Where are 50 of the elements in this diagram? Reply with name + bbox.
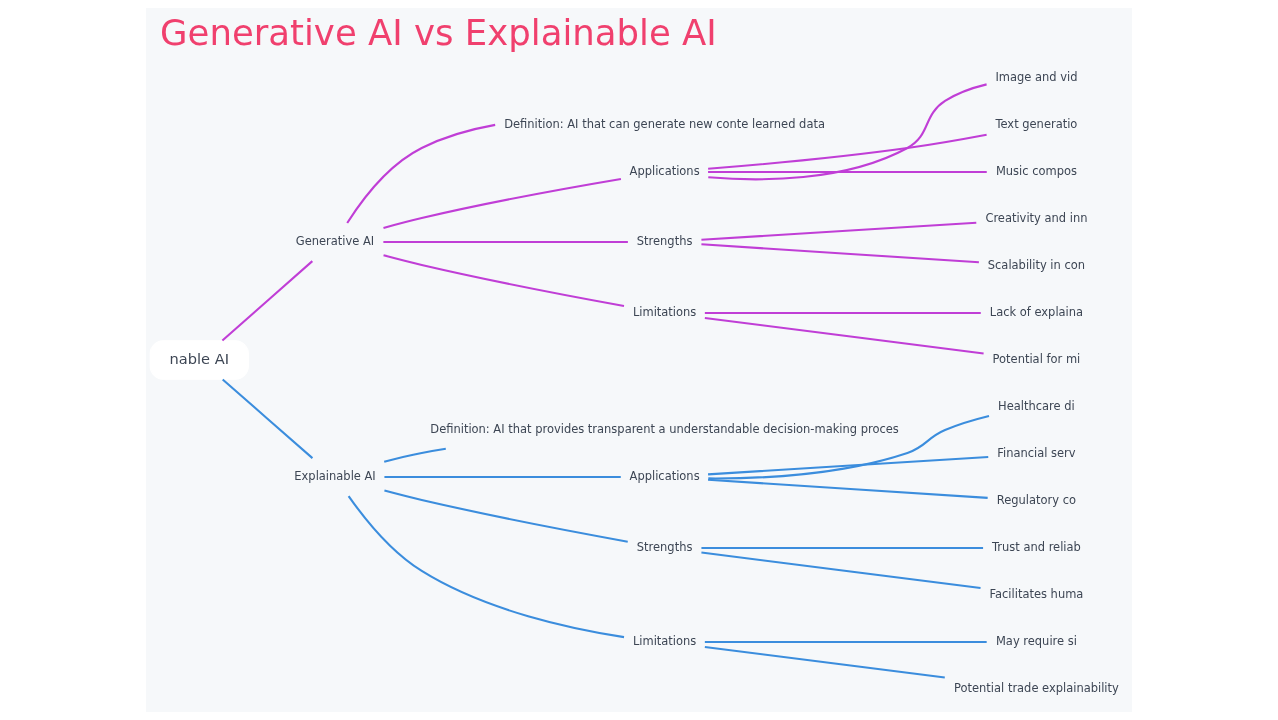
- node-text: Facilitates huma: [989, 586, 1084, 601]
- node-text: Financial serv: [997, 445, 1076, 460]
- connector: [708, 414, 990, 480]
- connector: [708, 455, 989, 476]
- connector: [704, 311, 981, 315]
- node-text: May require si: [995, 633, 1077, 648]
- connector: [701, 221, 977, 241]
- connector: [383, 447, 446, 463]
- connector: [383, 177, 622, 229]
- node-text: Trust and reliab: [992, 539, 1081, 554]
- node-text: Applications: [629, 163, 700, 178]
- connector: [704, 645, 945, 679]
- node-text: Applications: [629, 468, 700, 483]
- connector: [708, 83, 987, 181]
- node-text: Explainable AI: [294, 468, 376, 483]
- connector: [384, 475, 621, 479]
- node-text: Lack of explaina: [989, 304, 1084, 319]
- connector: [346, 123, 496, 224]
- connector: [708, 170, 987, 174]
- node-text: Scalability in con: [987, 257, 1086, 272]
- connector: [221, 260, 314, 342]
- connector: [383, 240, 628, 243]
- node-text: Regulatory co: [996, 492, 1077, 507]
- connector: [383, 254, 625, 307]
- connector: [347, 495, 625, 639]
- connector: [384, 489, 628, 543]
- node-text: Generative AI: [295, 233, 375, 248]
- node-text: Definition: AI that can generate new conte learned data: [504, 116, 825, 131]
- connector: [701, 546, 984, 550]
- connector: [701, 243, 979, 264]
- node-text: Healthcare di: [998, 398, 1075, 413]
- node-text: Potential trade explainability: [954, 680, 1119, 695]
- node-box: nable AI: [149, 340, 249, 380]
- connector: [222, 378, 314, 459]
- connector: [708, 478, 988, 499]
- node-text: Music compos: [995, 163, 1077, 178]
- node-text: Potential for mi: [992, 351, 1081, 366]
- node-text: Text generatio: [995, 116, 1078, 131]
- node-text: Strengths: [636, 233, 693, 248]
- node-text: Image and vid: [995, 69, 1078, 84]
- connector: [704, 640, 987, 644]
- node-text: Limitations: [632, 304, 697, 319]
- connector: [704, 316, 984, 355]
- connector: [708, 133, 987, 170]
- node-text: Strengths: [636, 539, 693, 554]
- node-text: Creativity and inn: [985, 210, 1088, 225]
- node-text: Definition: AI that provides transparent a understandable decision-making proces: [430, 421, 899, 436]
- connector: [701, 551, 981, 590]
- diagram-title: Generative AI vs Explainable AI: [160, 11, 717, 53]
- node-text: Limitations: [632, 633, 697, 648]
